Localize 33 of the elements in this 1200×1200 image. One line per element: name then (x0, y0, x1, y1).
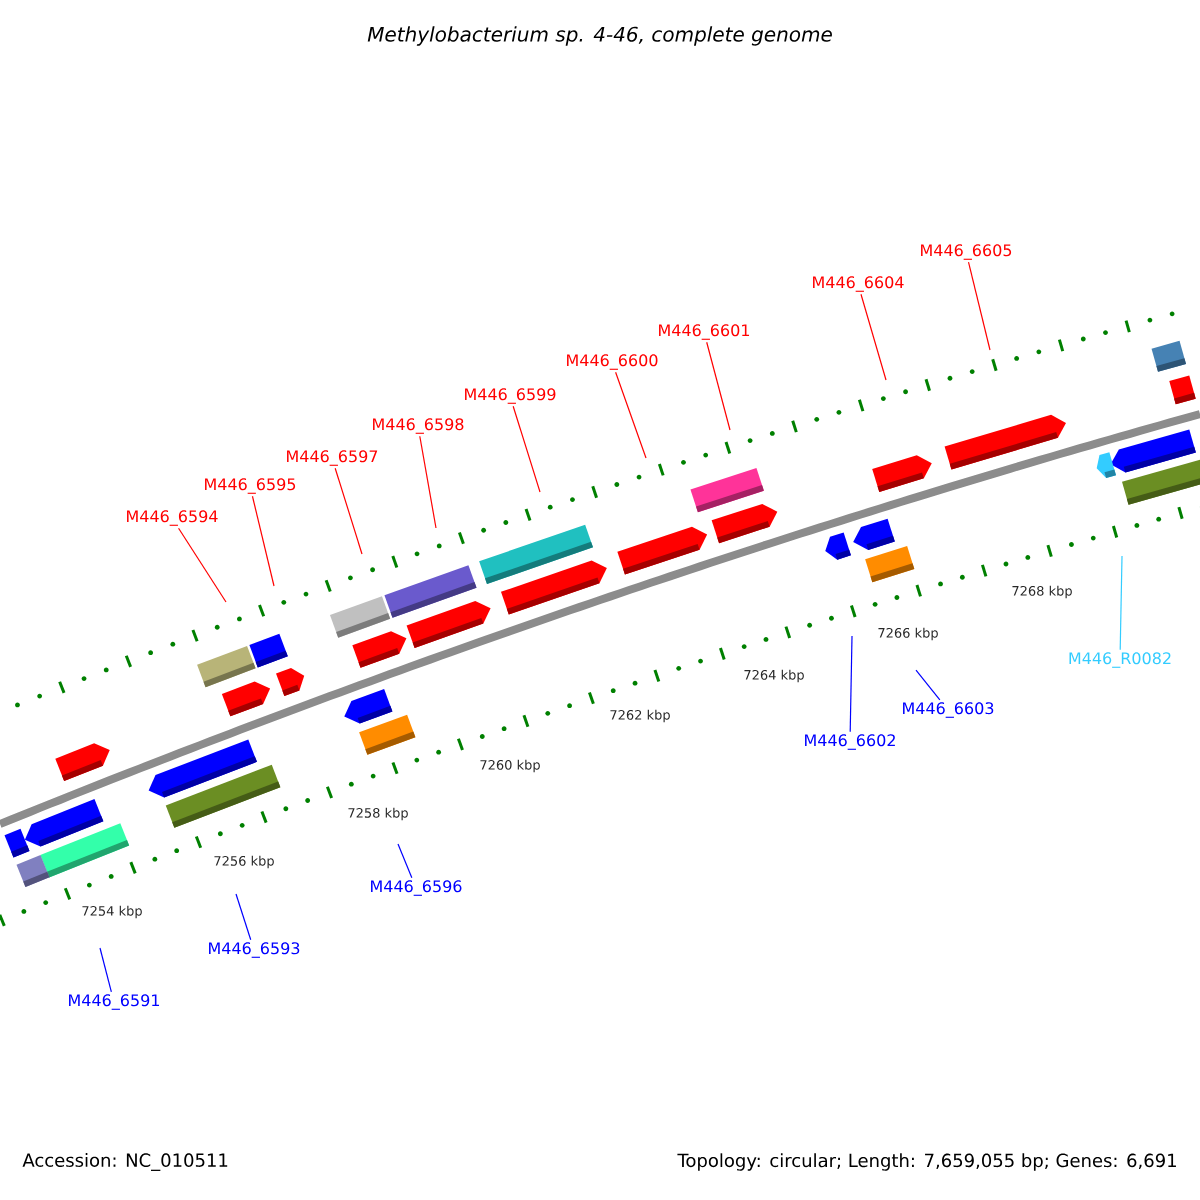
gene-label: M446_6594 (127, 510, 218, 526)
gene-label: M446_6591 (69, 994, 159, 1010)
gene-label: M446_6603 (903, 702, 994, 718)
leader-line (860, 293, 887, 381)
leader-line (397, 843, 413, 879)
gene-label: M446_R0082 (1069, 652, 1171, 668)
gene-label: M446_6604 (813, 276, 904, 292)
gene-label: M446_6600 (567, 354, 658, 370)
leader-line (1119, 555, 1123, 651)
leader-line (251, 495, 275, 587)
leader-line (615, 371, 647, 459)
leader-line (706, 341, 731, 431)
gene-label: M446_6599 (465, 388, 556, 404)
leader-line (235, 893, 252, 941)
gene-label: M446_6593 (209, 942, 300, 958)
gene-label: M446_6596 (371, 880, 462, 896)
gene-label: M446_6598 (373, 418, 464, 434)
leader-line (334, 467, 363, 555)
leader-line (99, 947, 112, 993)
leader-line (849, 635, 853, 733)
leader-line (967, 261, 991, 351)
title: Methylobacterium sp. 4-46, complete genome (367, 26, 832, 46)
leader-line (915, 669, 941, 701)
footer-text: Accession: NC_010511 (22, 1153, 228, 1171)
leader-line (512, 405, 541, 493)
gene-label: M446_6601 (659, 324, 750, 340)
gene-label: M446_6595 (205, 478, 296, 494)
leader-line (419, 435, 437, 529)
gene-label: M446_6605 (921, 244, 1012, 260)
leader-line (177, 527, 227, 603)
gene-label: M446_6597 (287, 450, 378, 466)
gene-label: M446_6602 (805, 734, 895, 750)
footer-text: Topology: circular; Length: 7,659,055 bp; Genes: 6,691 (677, 1153, 1176, 1171)
